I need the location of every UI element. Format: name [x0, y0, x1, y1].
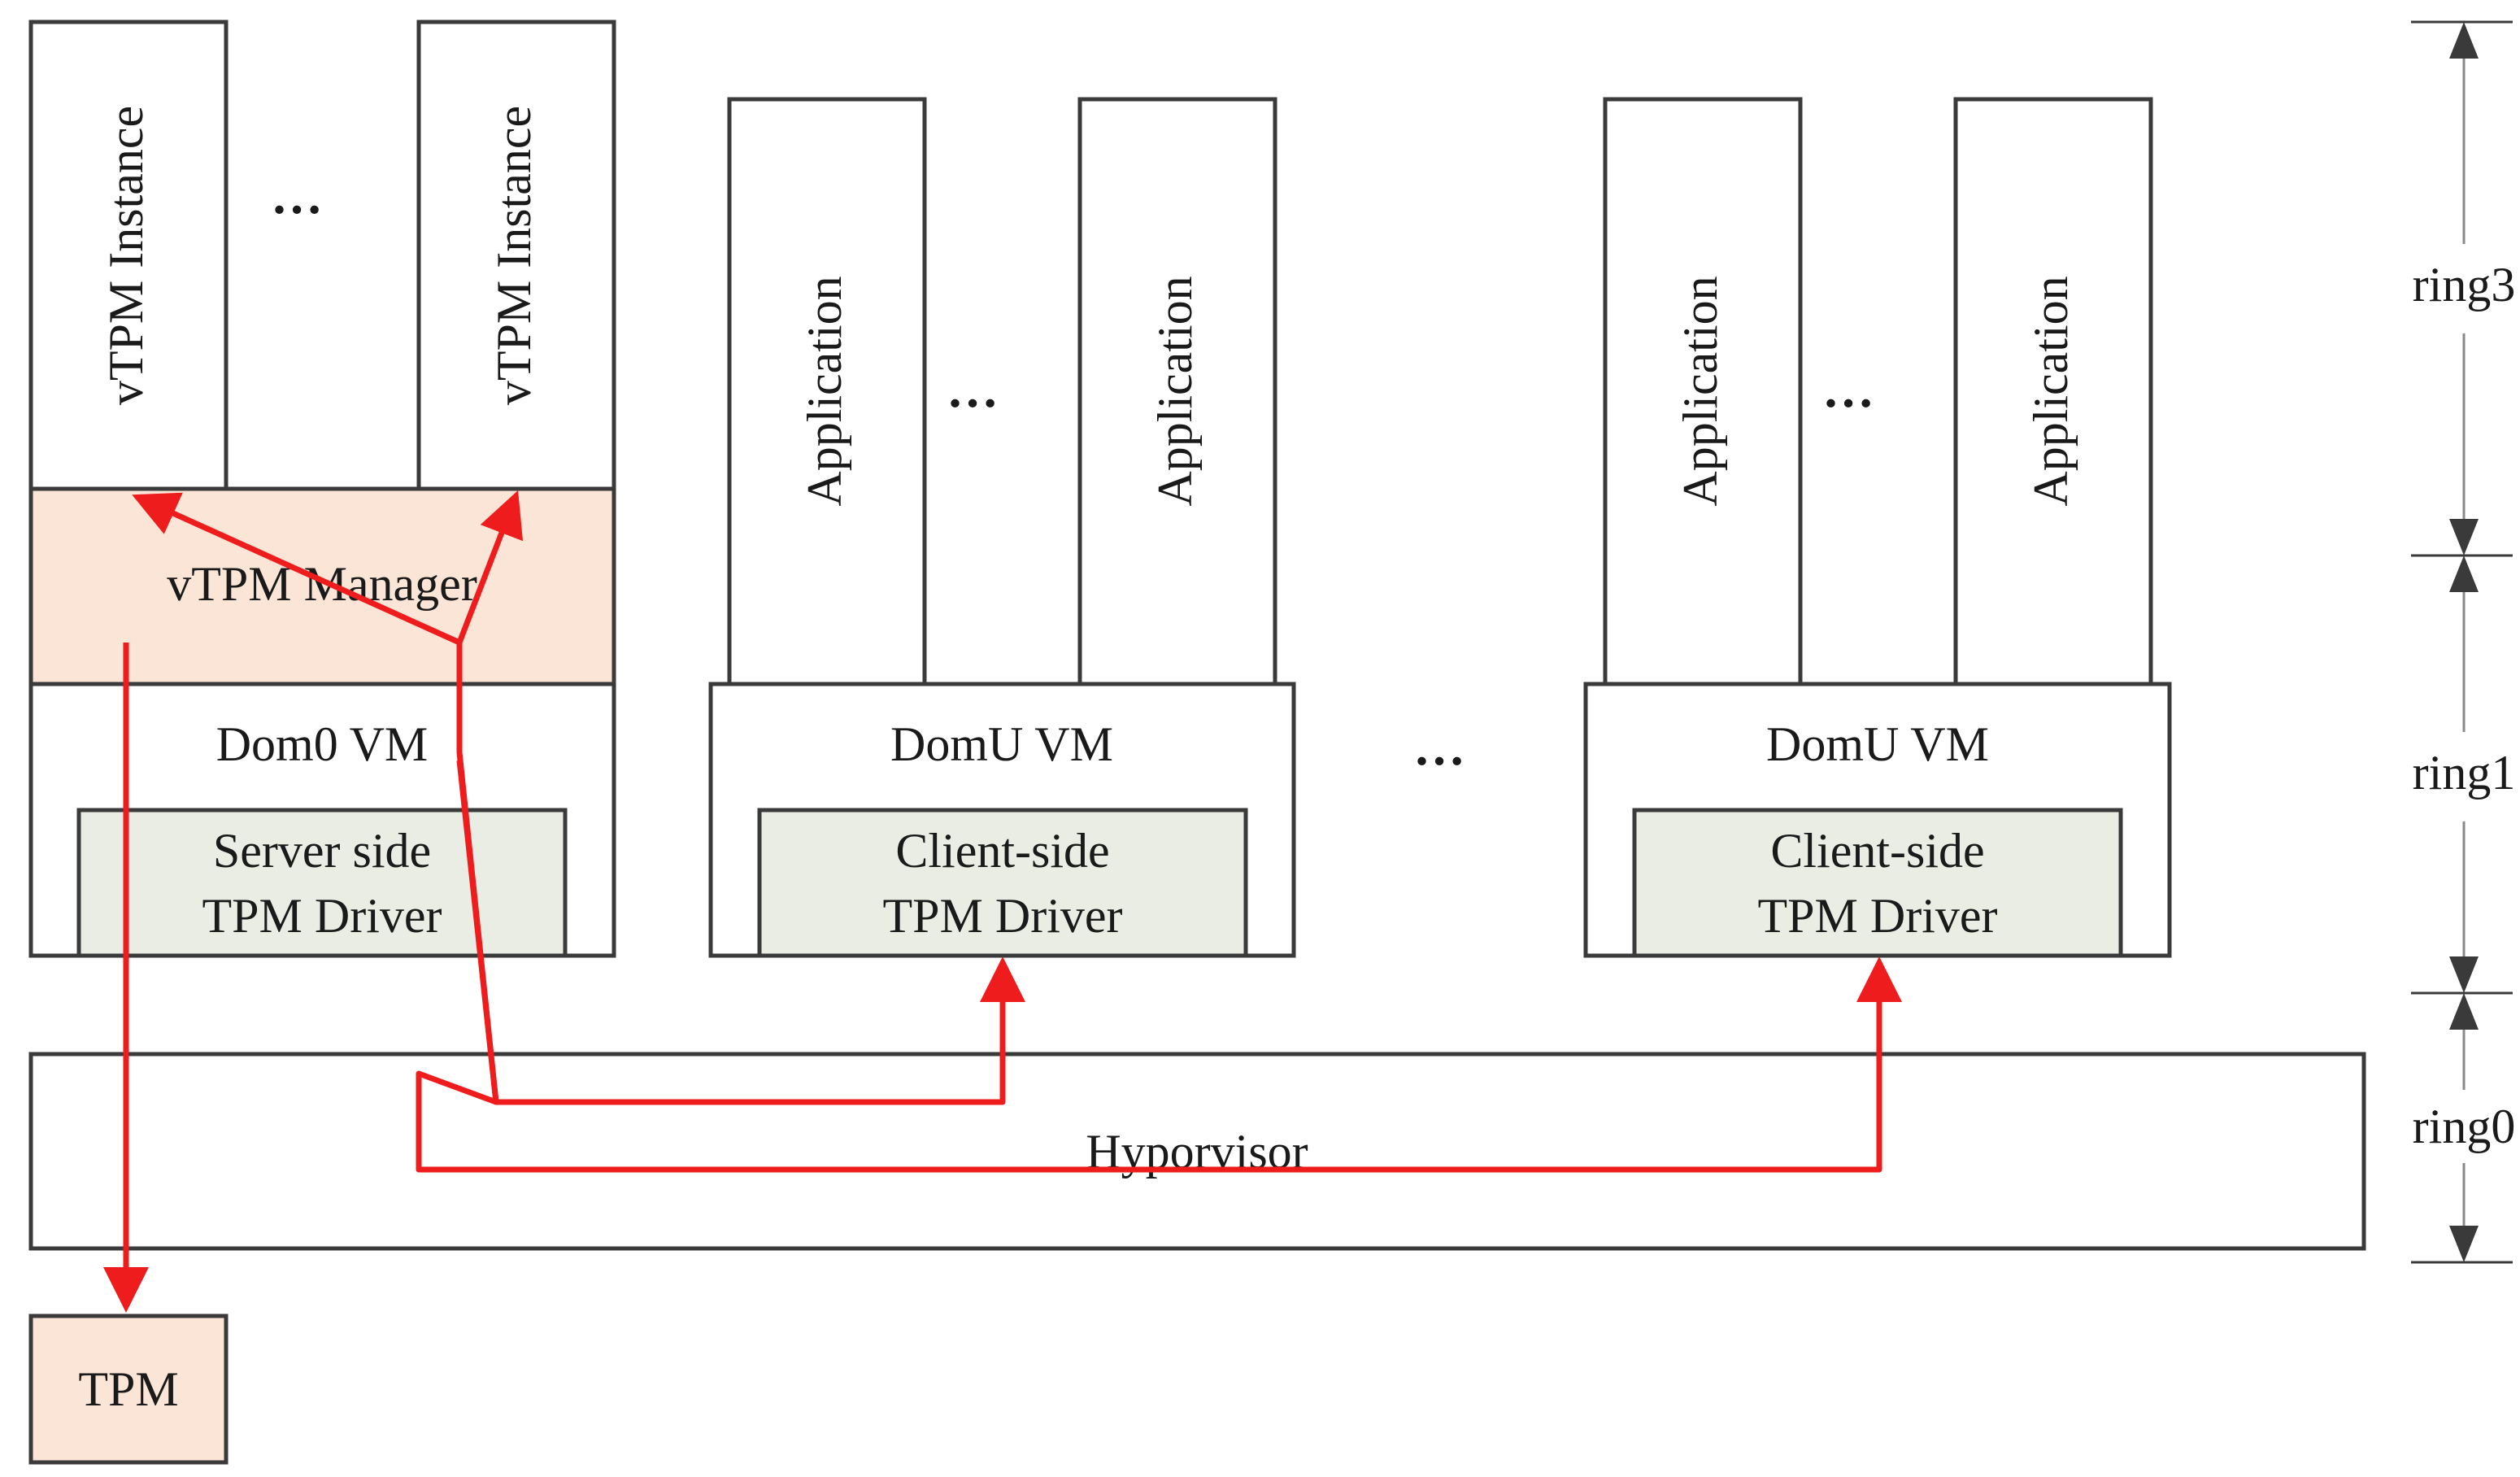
application-box-1: [727, 97, 927, 686]
server-side-driver-box: [76, 808, 568, 958]
client-side-driver-box-2: [1632, 808, 2123, 958]
server-driver-line1: Server side: [213, 824, 431, 878]
tpm-box: [28, 1314, 228, 1465]
application-ellipsis-2: …: [1822, 360, 1874, 418]
between-vms-ellipsis: …: [1413, 718, 1465, 776]
client-driver-2-line1: Client-side: [1770, 824, 1984, 878]
ring0-arrowhead-down: [2449, 1226, 2479, 1262]
dom0-vm-label: Dom0 VM: [216, 717, 429, 771]
arrow-manager-to-instance-1: [132, 492, 461, 646]
application-box-3: [1603, 97, 1803, 686]
vtpm-instance-label-1: vTPM Instance: [99, 106, 153, 405]
vtpm-manager-label: vTPM Manager: [167, 557, 477, 611]
ring0-arrowhead-up: [2449, 993, 2479, 1030]
dom0-group: vTPM Instance vTPM Instance … vTPM Manag…: [28, 20, 616, 958]
application-label-2: Application: [1148, 276, 1202, 506]
arrow-hypervisor-to-client-driver-1: [456, 760, 1025, 1105]
red-flow-arrows: [103, 490, 1902, 1313]
domu-vm-label-1: DomU VM: [890, 717, 1113, 771]
application-label-3: Application: [1673, 276, 1727, 506]
domu-2-group: Application Application … DomU VM Client…: [1583, 97, 2172, 958]
vtpm-instance-label-2: vTPM Instance: [487, 106, 541, 405]
application-ellipsis-1: …: [947, 360, 999, 418]
arrow-manager-to-instance-2: [456, 490, 524, 644]
ring3-arrowhead-up: [2449, 22, 2479, 59]
ring3-arrowhead-down: [2449, 519, 2479, 556]
arrow-hypervisor-to-client-driver-2: [416, 956, 1902, 1173]
vtpm-instance-ellipsis: …: [271, 167, 323, 224]
client-driver-1-line2: TPM Driver: [883, 889, 1123, 943]
vtpm-instance-box-1: [28, 20, 228, 491]
tpm-label: TPM: [78, 1362, 178, 1416]
client-driver-1-line1: Client-side: [895, 824, 1109, 878]
server-driver-line2: TPM Driver: [202, 889, 442, 943]
application-label-1: Application: [798, 276, 851, 506]
client-driver-2-line2: TPM Driver: [1758, 889, 1998, 943]
domu-vm-label-2: DomU VM: [1766, 717, 1989, 771]
ring3-label: ring3: [2413, 258, 2516, 312]
client-side-driver-box-1: [757, 808, 1248, 958]
ring1-label: ring1: [2413, 746, 2516, 799]
ring1-arrowhead-down: [2449, 956, 2479, 993]
vtpm-instance-box-2: [416, 20, 616, 491]
ring-scale: ring3 ring1 ring0: [2411, 20, 2516, 1264]
domu-1-group: Application Application … DomU VM Client…: [708, 97, 1296, 958]
application-label-4: Application: [2024, 276, 2078, 506]
application-box-4: [1953, 97, 2153, 686]
ring1-arrowhead-up: [2449, 556, 2479, 592]
ring0-label: ring0: [2413, 1100, 2516, 1153]
